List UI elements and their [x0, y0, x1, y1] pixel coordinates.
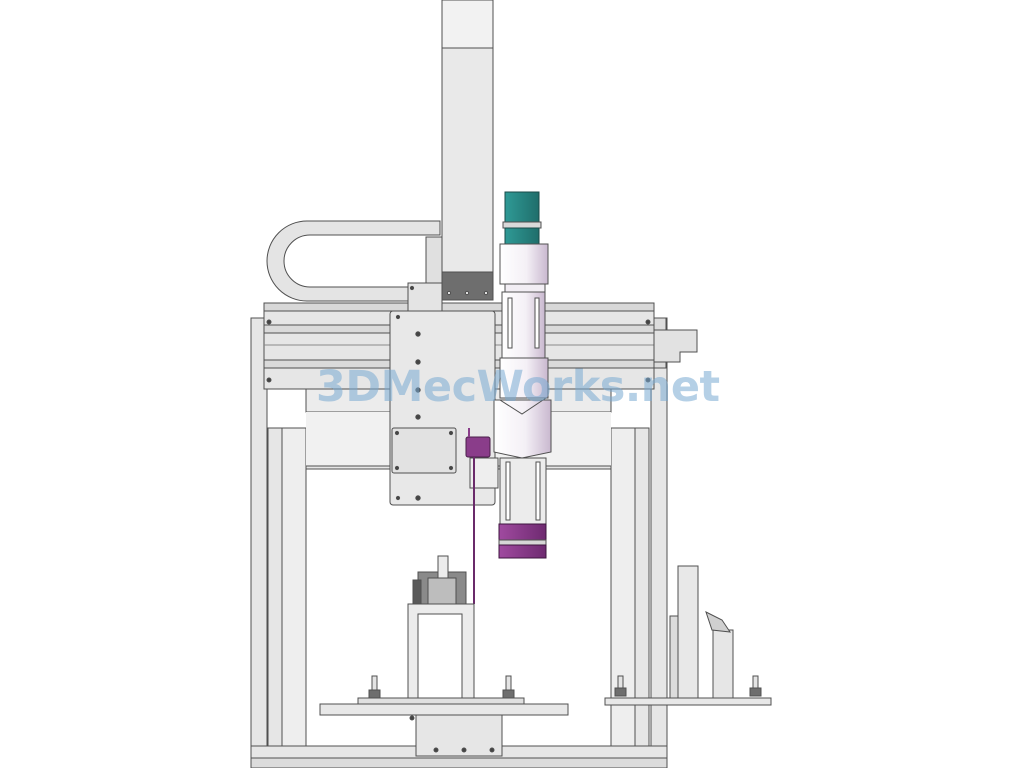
tool-head-lower [498, 544, 547, 559]
left-inner-post [267, 427, 283, 747]
tool-head-upper [498, 523, 547, 541]
base-foot [250, 757, 668, 769]
table-base-block [415, 714, 503, 757]
z-axis-column [407, 0, 494, 312]
left-fixture-table [319, 555, 569, 757]
right-table-plate [604, 697, 772, 706]
left-table-plate [319, 703, 569, 716]
rail-end-bracket [653, 329, 698, 363]
column-base-block [441, 271, 494, 301]
sensor-box [465, 428, 491, 604]
toggle-clamp-lever [705, 611, 732, 633]
spindle-upper-tube [499, 243, 549, 285]
carriage-plate [389, 310, 499, 506]
toggle-clamp-body [712, 629, 734, 699]
spindle-collar [493, 399, 552, 459]
motor-upper [504, 191, 540, 223]
right-post [677, 565, 699, 699]
cover-plate [391, 427, 457, 474]
motor-lower [504, 227, 540, 245]
spindle-assembly [493, 191, 552, 559]
right-side-table [604, 565, 772, 706]
left-inner-panel [281, 427, 307, 747]
sensor-body [465, 436, 491, 458]
